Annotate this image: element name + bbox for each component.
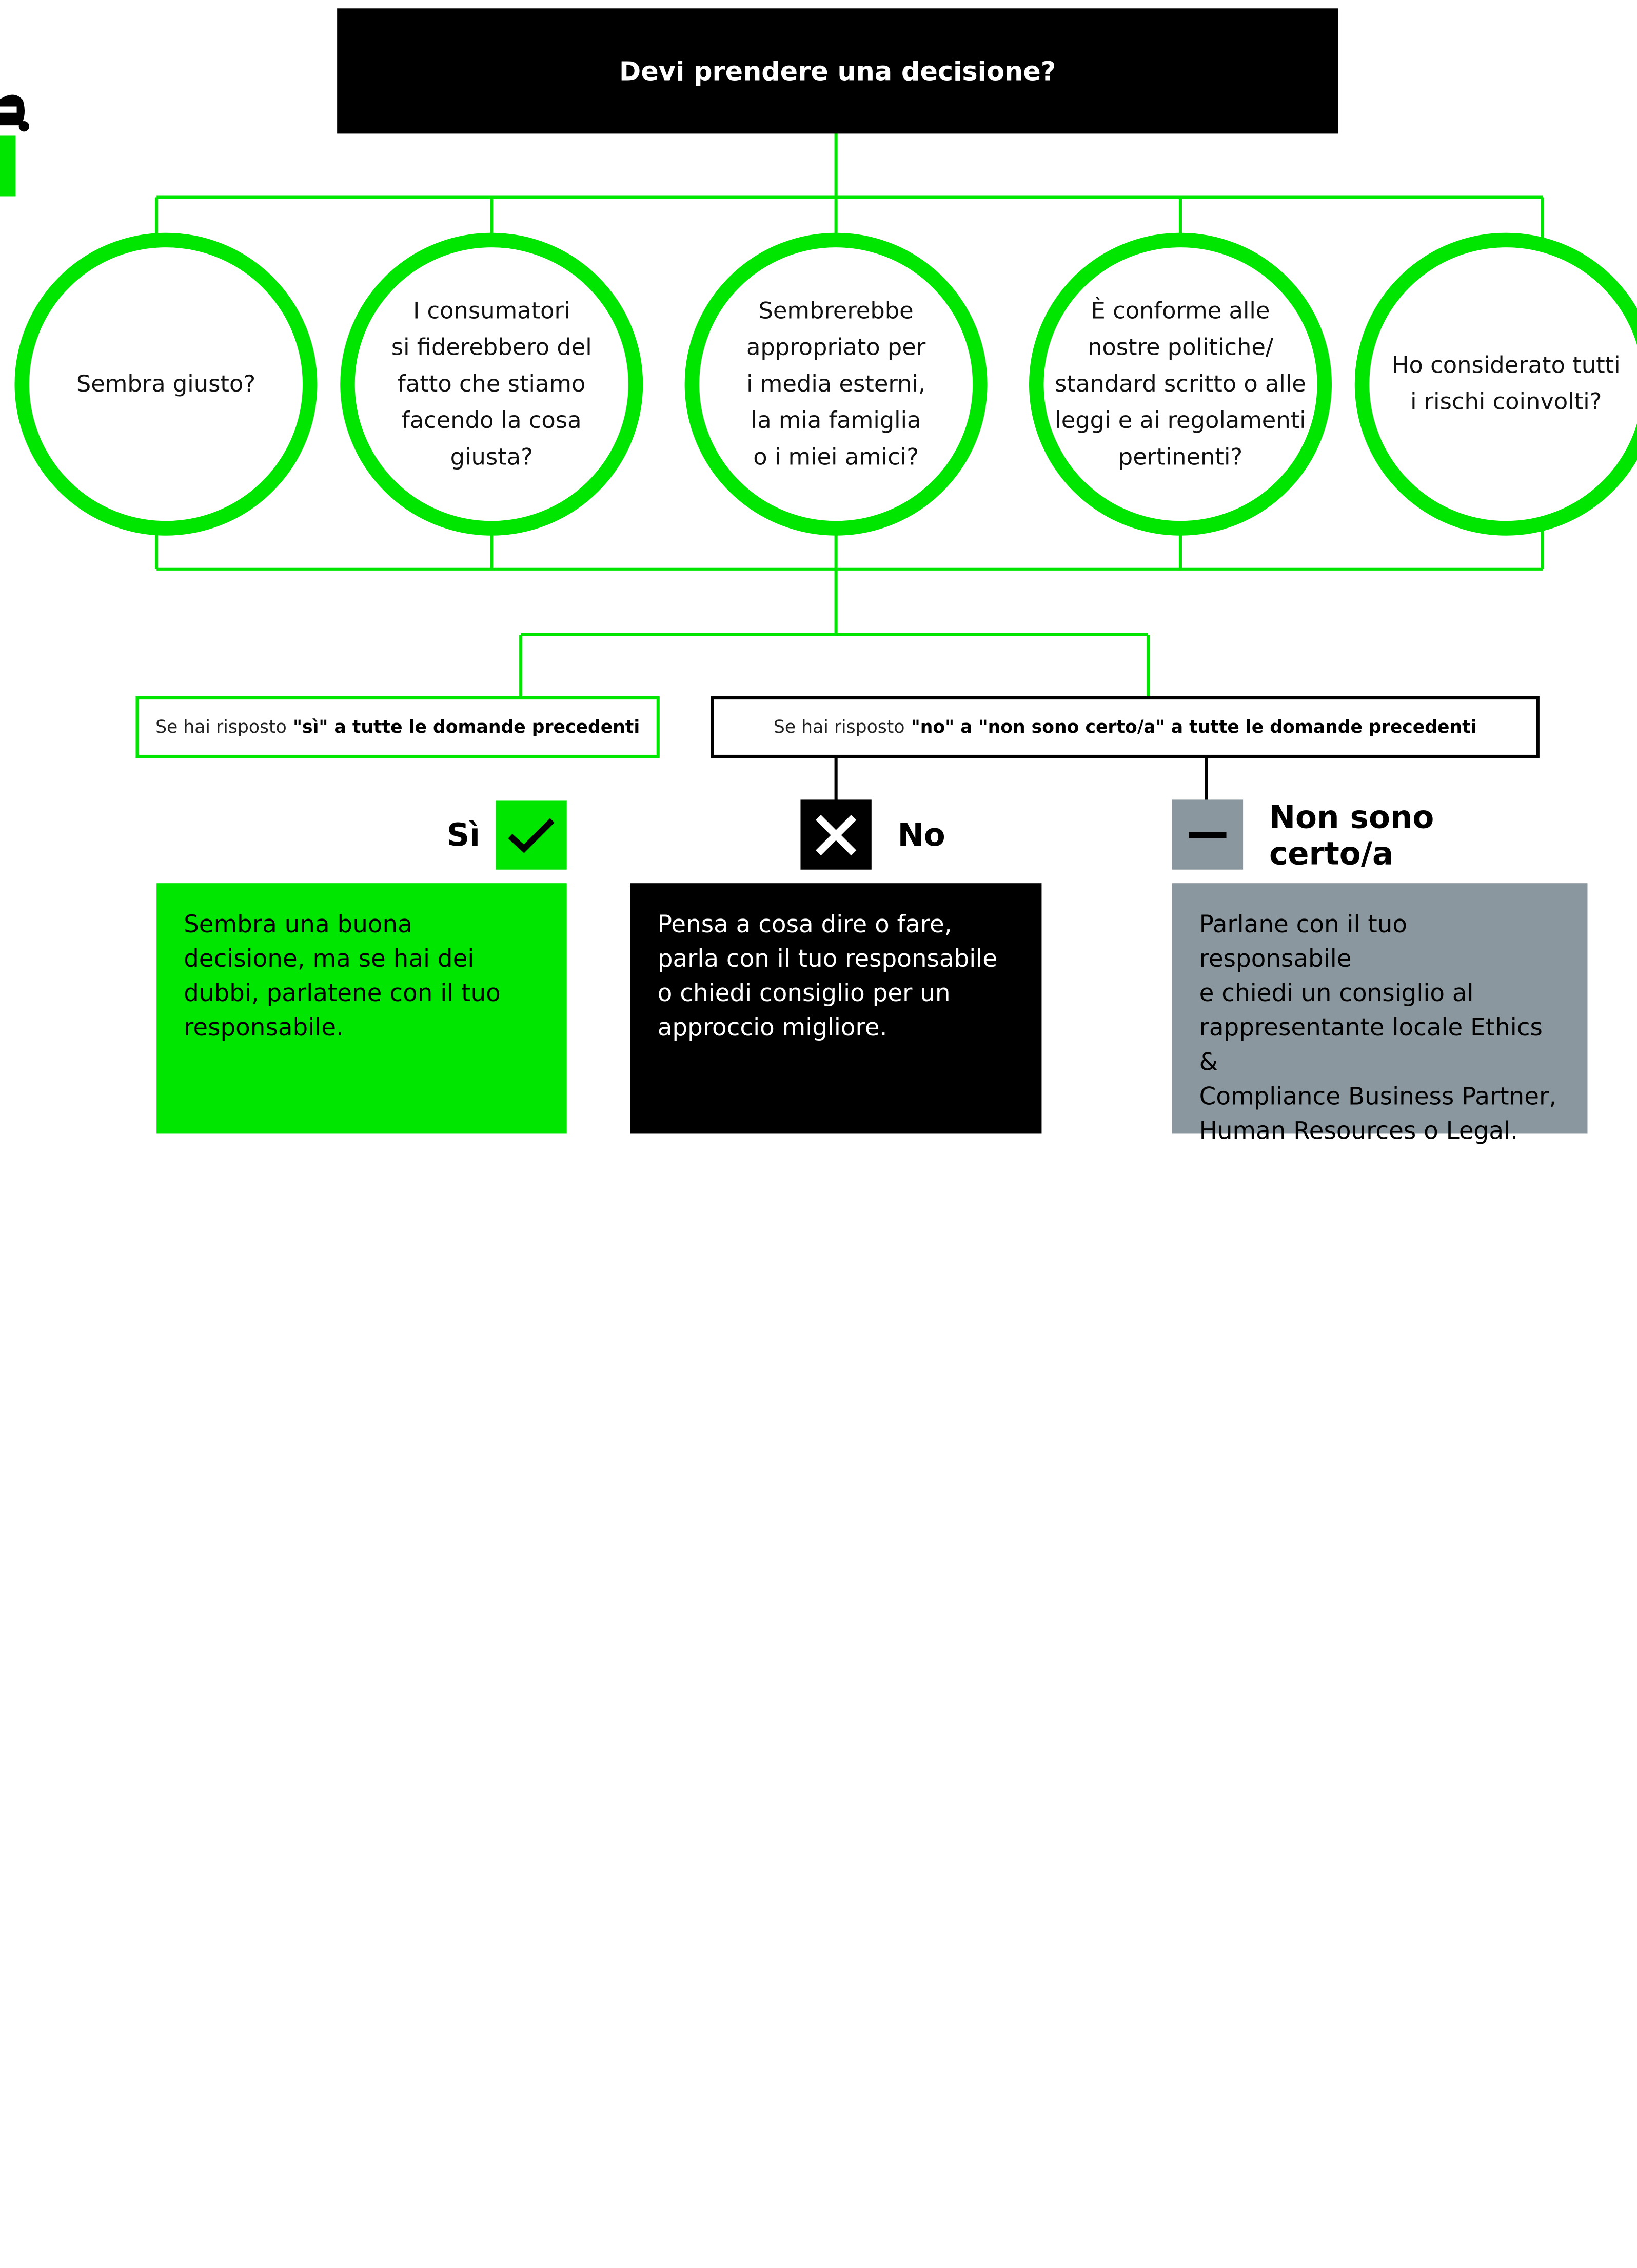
condition-yes-prefix: Se hai risposto	[155, 716, 287, 738]
question-text-2: I consumatori si fiderebbero del fatto c…	[391, 298, 592, 471]
question-text-1: Sembra giusto?	[76, 371, 256, 398]
outcome-unsure-label: Non sono certo/a	[1269, 799, 1434, 873]
question-text-5: Ho considerato tutti i rischi coinvolti?	[1391, 353, 1621, 416]
condition-no-prefix: Se hai risposto	[773, 716, 905, 738]
cross-icon	[800, 799, 872, 870]
checkmark-icon	[496, 800, 567, 870]
logo-fragment	[0, 94, 29, 197]
question-circle-1: Sembra giusto?	[14, 232, 318, 536]
outcome-yes-text: Sembra una buona decisione, ma se hai de…	[156, 883, 567, 1134]
outcome-no-label: No	[897, 817, 945, 854]
condition-yes-emphasis: "sì" a tutte le domande precedenti	[292, 716, 640, 738]
question-circle-2: I consumatori si fiderebbero del fatto c…	[340, 232, 643, 536]
decision-title-box: Devi prendere una decisione?	[337, 8, 1338, 134]
condition-no-box: Se hai risposto "no" a "non sono certo/a…	[711, 696, 1540, 758]
question-circle-4: È conforme alle nostre politiche/ standa…	[1029, 232, 1332, 536]
decision-title: Devi prendere una decisione?	[619, 55, 1056, 86]
condition-no-emphasis: "no" a "non sono certo/a" a tutte le dom…	[911, 716, 1477, 738]
question-circle-3: Sembrerebbe appropriato per i media este…	[684, 232, 988, 536]
question-text-3: Sembrerebbe appropriato per i media este…	[746, 298, 926, 471]
outcome-unsure-text: Parlane con il tuo responsabile e chiedi…	[1172, 883, 1588, 1145]
outcome-yes-label: Sì	[446, 817, 480, 854]
condition-yes-box: Se hai risposto "sì" a tutte le domande …	[135, 696, 660, 758]
question-text-4: È conforme alle nostre politiche/ standa…	[1055, 298, 1306, 471]
outcome-no-text: Pensa a cosa dire o fare, parla con il t…	[630, 883, 1042, 1134]
minus-icon	[1172, 799, 1244, 870]
